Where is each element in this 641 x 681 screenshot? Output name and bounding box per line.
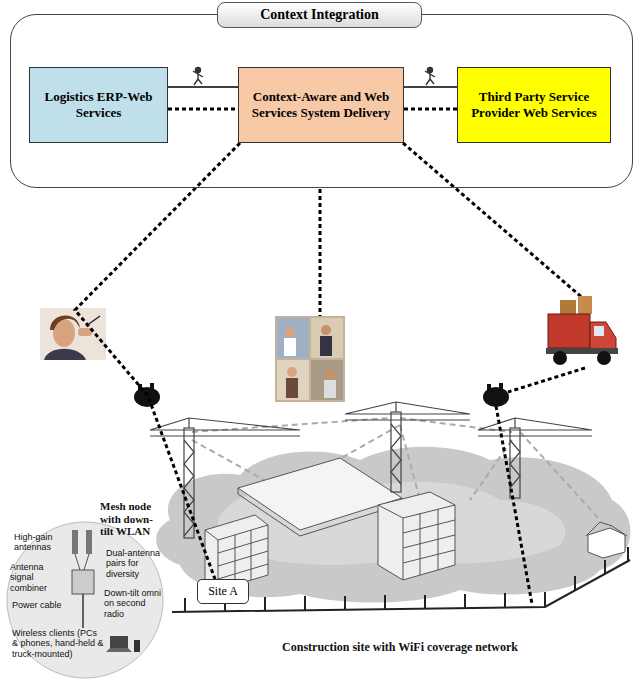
site-fence	[172, 547, 630, 612]
part-label: Wireless clients (PCs & phones, hand-hel…	[12, 628, 104, 659]
tower-crane	[510, 428, 520, 498]
wifi-beam	[400, 425, 420, 500]
building	[238, 458, 402, 530]
wireless-router	[134, 387, 160, 407]
site-fence	[185, 547, 628, 612]
meeting-photo	[325, 369, 335, 379]
wireless-router	[499, 383, 503, 391]
tower-crane	[345, 402, 470, 420]
figure-caption: Construction site with WiFi coverage net…	[230, 641, 570, 655]
mesh-node-inset	[110, 636, 128, 648]
person-photo	[50, 315, 80, 330]
truck-photo	[590, 322, 616, 350]
mesh-node-inset	[72, 530, 78, 554]
wireless-router	[134, 383, 509, 407]
meeting-photo	[277, 360, 309, 400]
meeting-photo	[287, 367, 297, 377]
context-panel: Context IntegrationLogistics ERP-Web Ser…	[10, 14, 633, 188]
dotted-link	[75, 143, 240, 579]
site-fence	[172, 560, 630, 612]
mesh-node-inset	[75, 554, 89, 570]
box-label: Logistics ERP-Web Services	[36, 89, 161, 120]
part-label: Mesh node with down-tilt WLAN	[100, 500, 164, 538]
tower-crane	[150, 402, 592, 538]
mesh-node-inset	[106, 648, 132, 652]
meeting-photo	[284, 338, 296, 356]
truck-photo	[560, 300, 576, 314]
truck-photo	[578, 296, 592, 314]
meeting-photo	[286, 378, 298, 398]
part-label: Dual-antenna pairs for diversity	[106, 548, 164, 579]
meeting-photo	[320, 336, 332, 356]
wireless-link	[508, 368, 585, 392]
tower-crane	[391, 424, 401, 484]
service-box: Logistics ERP-Web Services	[29, 67, 168, 143]
tower-crane	[184, 428, 194, 538]
wireless-link	[496, 406, 532, 604]
part-label: Antenna signal combiner	[10, 562, 66, 593]
site-label: Site A	[208, 584, 238, 598]
interface-figure	[428, 68, 433, 73]
meeting-photo	[311, 318, 343, 358]
mesh-node-inset	[82, 594, 84, 628]
part-label: Power cable	[12, 600, 68, 610]
building	[378, 505, 455, 580]
truck-photo	[594, 326, 604, 336]
interface-figure	[425, 71, 435, 85]
meeting-photo	[285, 327, 295, 337]
interface-figure	[196, 68, 201, 73]
meeting-photo	[277, 318, 309, 358]
meeting-photo	[324, 380, 336, 398]
wifi-beam	[470, 440, 512, 500]
wireless-router	[483, 387, 509, 407]
building	[586, 522, 627, 536]
box-label: Third Party Service Provider Web Service…	[464, 89, 604, 120]
wireless-router	[150, 383, 154, 391]
tower-crane	[150, 418, 300, 436]
meeting-photo	[275, 316, 345, 402]
mesh-node-inset	[86, 530, 92, 554]
tower-crane	[391, 412, 401, 492]
box-label: Context-Aware and Web Services System De…	[245, 89, 397, 120]
meeting-photo	[275, 316, 345, 402]
truck-photo	[597, 351, 611, 365]
dotted-link	[404, 108, 457, 111]
building	[588, 528, 625, 558]
mesh-node-inset	[72, 570, 94, 594]
person-photo	[44, 349, 86, 360]
wireless-router	[487, 384, 491, 392]
site-label-box: Site A	[197, 579, 249, 604]
wireless-link	[320, 143, 585, 604]
part-label: Down-tilt omni on second radio	[104, 588, 168, 619]
title-tab: Context Integration	[217, 2, 422, 28]
tower-crane	[510, 440, 520, 488]
building	[205, 458, 627, 590]
tower-crane	[478, 418, 592, 436]
service-link	[404, 86, 457, 88]
wifi-beam	[520, 432, 600, 520]
truck-photo	[553, 351, 567, 365]
service-box: Third Party Service Provider Web Service…	[457, 67, 611, 143]
truck-photo	[546, 296, 618, 365]
wireless-link	[403, 143, 585, 300]
meeting-photo	[321, 325, 331, 335]
building	[238, 488, 402, 536]
wireless-link	[319, 189, 322, 316]
building	[378, 492, 455, 580]
interface-figure	[425, 68, 435, 86]
truck-photo	[548, 314, 590, 348]
panel-heading: Context Integration	[260, 7, 379, 23]
service-link	[168, 86, 238, 88]
mesh-node-inset	[134, 640, 140, 652]
interface-figure	[193, 71, 203, 85]
service-box: Context-Aware and Web Services System De…	[238, 67, 404, 143]
interface-figure	[193, 68, 203, 86]
meeting-photo	[311, 360, 343, 400]
dotted-link	[168, 108, 238, 111]
tower-crane	[184, 440, 194, 536]
part-label: High-gain antennas	[14, 532, 66, 553]
